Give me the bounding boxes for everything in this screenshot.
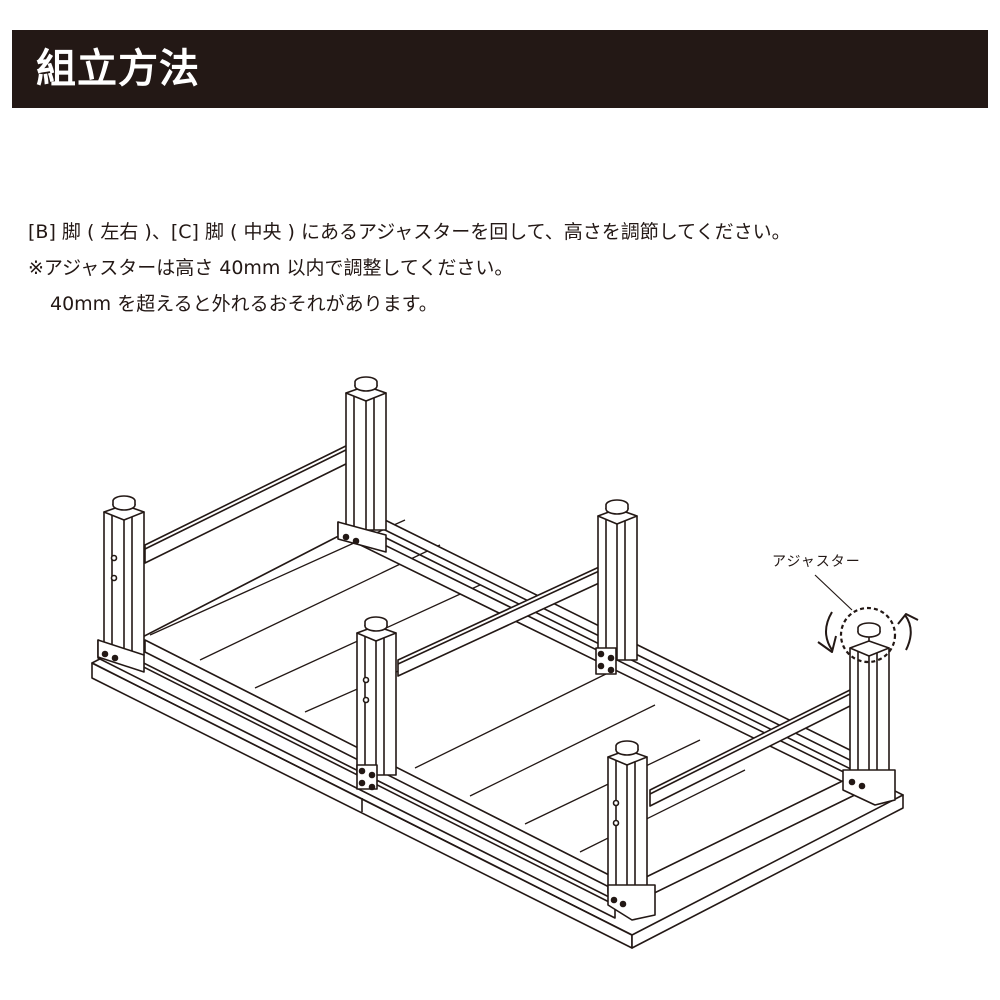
adjuster-label: アジャスター: [772, 554, 861, 570]
leg-right-back: [842, 622, 896, 806]
header-bar: [12, 30, 988, 108]
instruction-line-3: 40mm を超えると外れるおそれがあります。: [50, 293, 438, 315]
tabletop: [91, 519, 904, 949]
leg-center-front: [356, 616, 397, 791]
leg-center-back: [595, 499, 638, 675]
instruction-line-2: ※アジャスターは高さ 40mm 以内で調整してください。: [28, 257, 514, 279]
assembly-diagram: [0, 360, 1000, 960]
instruction-text: [B] 脚 ( 左右 )、[C] 脚 ( 中央 ) にあるアジャスターを回して、…: [28, 214, 1000, 322]
leg-left-back: [337, 376, 387, 553]
page-title: 組立方法: [36, 46, 200, 92]
rotate-arrows-icon: [817, 611, 919, 653]
adjuster-callout: [814, 574, 919, 664]
leg-left-front: [97, 495, 145, 673]
leg-right-front: [607, 740, 656, 921]
instruction-line-1: [B] 脚 ( 左右 )、[C] 脚 ( 中央 ) にあるアジャスターを回して、…: [28, 221, 791, 243]
